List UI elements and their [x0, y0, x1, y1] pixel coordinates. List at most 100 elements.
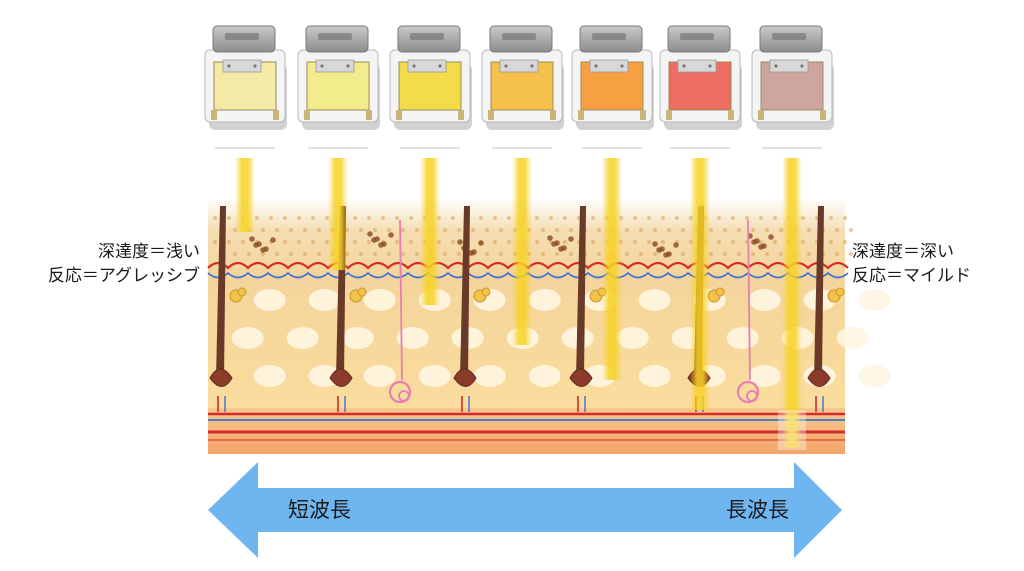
epidermis-cell: [386, 227, 392, 233]
filter-3-cartridge: [389, 25, 472, 149]
fat-cell: [231, 327, 264, 349]
fat-cell: [638, 365, 671, 387]
epidermis-cell: [288, 227, 294, 233]
epidermis-cell: [212, 239, 218, 245]
epidermis-cell: [380, 215, 386, 221]
epidermis-cell: [842, 239, 848, 245]
cartridge-pin: [273, 110, 279, 120]
hair-shaft: [216, 206, 226, 378]
cartridge-pin: [758, 110, 764, 120]
epidermis-cell: [562, 239, 568, 245]
epidermis-cell: [492, 239, 498, 245]
epidermis-cell: [358, 227, 364, 233]
epidermis-cell: [450, 239, 456, 245]
epidermis-cell: [674, 215, 680, 221]
deep-light-glow: [778, 410, 806, 450]
epidermis-cell: [624, 227, 630, 233]
fat-cell: [528, 365, 561, 387]
filter-clip: [222, 59, 262, 73]
epidermis-cell: [282, 215, 288, 221]
epidermis-cell: [296, 215, 302, 221]
sweat-gland: [736, 219, 760, 404]
epidermis-cell: [352, 239, 358, 245]
filter-screw: [682, 64, 686, 68]
pigment-cluster: [378, 242, 384, 248]
filter-screw: [504, 64, 508, 68]
epidermis-cell: [498, 251, 504, 257]
epidermis-cell: [302, 227, 308, 233]
light-beam-3: [420, 158, 440, 305]
filter-screw: [774, 64, 778, 68]
epidermis-cell: [646, 239, 652, 245]
filter-2-cartridge: [297, 25, 380, 149]
fat-cell: [286, 327, 319, 349]
double-arrow-shape: [208, 462, 842, 558]
epidermis-cell: [408, 239, 414, 245]
fat-cell: [253, 365, 286, 387]
deep-depth-label: 深達度＝深い: [852, 242, 954, 262]
epidermis-cell: [716, 239, 722, 245]
epidermis-cell: [442, 227, 448, 233]
epidermis-cell: [372, 251, 378, 257]
epidermis-cell: [562, 215, 568, 221]
epidermis-cell: [554, 227, 560, 233]
cartridge-engraving: [592, 33, 626, 40]
cartridge-pin: [578, 110, 584, 120]
epidermis-cell: [730, 239, 736, 245]
filter-clip: [589, 59, 629, 73]
pigment-cluster: [547, 235, 553, 241]
pigment-cluster: [551, 241, 557, 247]
filter-clip: [769, 59, 809, 73]
epidermis-cell: [484, 227, 490, 233]
epidermis-cell: [666, 227, 672, 233]
pigment-cluster: [371, 237, 377, 243]
epidermis-cell: [400, 227, 406, 233]
epidermis-cell: [750, 251, 756, 257]
epidermis-cell: [254, 215, 260, 221]
fat-cell: [396, 327, 429, 349]
epidermis-cell: [806, 251, 812, 257]
cartridge-pin: [820, 110, 826, 120]
epidermis-cell: [212, 215, 218, 221]
filter-6-cartridge: [659, 25, 742, 149]
epidermis-cell: [716, 215, 722, 221]
pigment-cluster: [260, 247, 266, 253]
hair-shaft: [576, 206, 586, 378]
pigment-cluster: [457, 239, 463, 245]
deep-depth-label-group: 深達度＝深い 反応＝マイルド: [852, 240, 1022, 288]
pigment-cluster: [663, 252, 669, 258]
sweat-coil: [746, 390, 758, 402]
fat-cell: [748, 365, 781, 387]
epidermis-cell: [316, 227, 322, 233]
filter-clip: [407, 59, 447, 73]
epidermis-cell: [414, 251, 420, 257]
fat-cell: [363, 365, 396, 387]
epidermis-cell: [414, 227, 420, 233]
epidermis-cell: [484, 251, 490, 257]
epidermis-cell: [400, 251, 406, 257]
epidermis-cell: [540, 251, 546, 257]
epidermis-cell: [366, 239, 372, 245]
epidermis-cell: [282, 239, 288, 245]
epidermis-cell: [660, 239, 666, 245]
epidermis-cell: [680, 227, 686, 233]
epidermis-cell: [386, 251, 392, 257]
fat-cell: [528, 289, 561, 311]
epidermis-cell: [764, 251, 770, 257]
sebaceous-gland: [715, 287, 725, 297]
epidermis-cell: [506, 239, 512, 245]
epidermis-cell: [456, 227, 462, 233]
pigment-cluster: [656, 247, 662, 253]
cartridge-engraving: [225, 33, 259, 40]
epidermis-cell: [624, 251, 630, 257]
sebaceous-gland: [237, 287, 247, 297]
light-beams: [235, 158, 806, 450]
fat-cell: [363, 289, 396, 311]
fat-cell: [858, 289, 891, 311]
cartridge-pin: [666, 110, 672, 120]
cartridge-engraving: [772, 33, 806, 40]
epidermis-cell: [806, 227, 812, 233]
filter-7-cartridge: [751, 25, 834, 149]
light-beam-5: [602, 158, 622, 380]
sebaceous-gland: [835, 287, 845, 297]
